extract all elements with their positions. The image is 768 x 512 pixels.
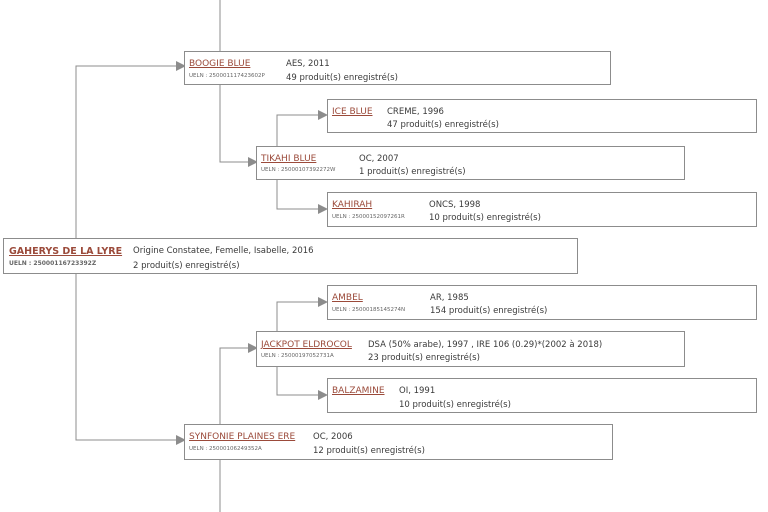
horse-card-root: GAHERYS DE LA LYRE UELN : 25000116723392… [3,238,578,274]
horse-info: DSA (50% arabe), 1997 , IRE 106 (0.29)*(… [368,340,603,350]
horse-card-sire-sire-sire: ICE BLUE CREME, 1996 47 produit(s) enreg… [327,99,757,133]
ueln-label: UELN : 250001117423602P [189,73,265,79]
horse-name-link[interactable]: TIKAHI BLUE [261,154,317,164]
horse-info: AES, 2011 [286,59,330,69]
horse-info: ONCS, 1998 [429,200,481,210]
horse-name-link[interactable]: ICE BLUE [332,107,373,117]
ueln-label: UELN : 25000197052731A [261,353,334,359]
product-count: 10 produit(s) enregistré(s) [399,400,511,410]
horse-info: CREME, 1996 [387,107,444,117]
horse-info: OC, 2006 [313,432,353,442]
horse-card-sire: BOOGIE BLUE UELN : 250001117423602P AES,… [184,51,611,85]
product-count: 2 produit(s) enregistré(s) [133,261,240,271]
horse-info: AR, 1985 [430,293,469,303]
ueln-label: UELN : 25000106249352A [189,446,262,452]
horse-card-dam-sire-sire: AMBEL UELN : 25000185145274N AR, 1985 15… [327,285,757,320]
product-count: 1 produit(s) enregistré(s) [359,167,466,177]
horse-name-link[interactable]: AMBEL [332,293,363,303]
horse-card-sire-sire: TIKAHI BLUE UELN : 25000107392272W OC, 2… [256,146,685,180]
product-count: 23 produit(s) enregistré(s) [368,353,480,363]
ueln-label: UELN : 25000152097261R [332,214,405,220]
horse-info: Origine Constatee, Femelle, Isabelle, 20… [133,246,314,256]
product-count: 10 produit(s) enregistré(s) [429,213,541,223]
horse-name-link[interactable]: GAHERYS DE LA LYRE [9,246,123,257]
horse-info: OI, 1991 [399,386,436,396]
horse-card-sire-sire-dam: KAHIRAH UELN : 25000152097261R ONCS, 199… [327,192,757,227]
product-count: 49 produit(s) enregistré(s) [286,73,398,83]
ueln-label: UELN : 25000185145274N [332,307,406,313]
product-count: 12 produit(s) enregistré(s) [313,446,425,456]
horse-name-link[interactable]: BALZAMINE [332,386,385,396]
product-count: 47 produit(s) enregistré(s) [387,120,499,130]
horse-name-link[interactable]: BOOGIE BLUE [189,59,251,69]
horse-card-dam-sire: JACKPOT ELDROCOL UELN : 25000197052731A … [256,331,685,367]
horse-name-link[interactable]: KAHIRAH [332,200,373,210]
ueln-label: UELN : 25000116723392Z [9,260,97,267]
horse-info: OC, 2007 [359,154,399,164]
horse-name-link[interactable]: JACKPOT ELDROCOL [261,340,352,350]
product-count: 154 produit(s) enregistré(s) [430,306,548,316]
horse-card-dam: SYNFONIE PLAINES ERE UELN : 250001062493… [184,424,613,460]
horse-name-link[interactable]: SYNFONIE PLAINES ERE [189,432,296,442]
horse-card-dam-sire-dam: BALZAMINE OI, 1991 10 produit(s) enregis… [327,378,757,413]
ueln-label: UELN : 25000107392272W [261,167,336,173]
